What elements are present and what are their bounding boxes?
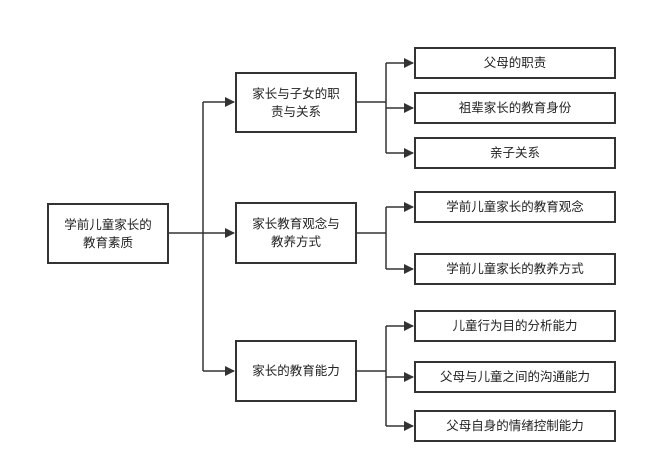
leaf-node-1-1: 父母的职责 bbox=[414, 47, 616, 79]
leaf-node-3-3: 父母自身的情绪控制能力 bbox=[414, 410, 616, 442]
branch-node-1-label: 家长与子女的职 责与关系 bbox=[252, 85, 340, 119]
branch-node-3: 家长的教育能力 bbox=[235, 340, 357, 402]
leaf-node-2-1: 学前儿童家长的教育观念 bbox=[414, 191, 616, 223]
leaf-node-3-1: 儿童行为目的分析能力 bbox=[414, 310, 616, 342]
leaf-node-2-2: 学前儿童家长的教养方式 bbox=[414, 253, 616, 285]
leaf-node-3-1-label: 儿童行为目的分析能力 bbox=[452, 318, 578, 333]
leaf-node-3-2: 父母与儿童之间的沟通能力 bbox=[414, 361, 616, 393]
leaf-node-3-2-label: 父母与儿童之间的沟通能力 bbox=[439, 369, 590, 384]
branch-node-2: 家长教育观念与 教养方式 bbox=[235, 202, 357, 264]
root-node-label: 学前儿童家长的 教育素质 bbox=[64, 216, 152, 250]
leaf-node-2-2-label: 学前儿童家长的教养方式 bbox=[446, 261, 584, 276]
leaf-node-1-2: 祖辈家长的教育身份 bbox=[414, 92, 616, 124]
leaf-node-1-3-label: 亲子关系 bbox=[489, 145, 540, 160]
branch-node-2-label: 家长教育观念与 教养方式 bbox=[252, 216, 340, 249]
leaf-node-3-3-label: 父母自身的情绪控制能力 bbox=[446, 418, 584, 433]
leaf-node-1-1-label: 父母的职责 bbox=[483, 55, 547, 70]
branch-node-3-label: 家长的教育能力 bbox=[252, 363, 340, 378]
leaf-node-1-2-label: 祖辈家长的教育身份 bbox=[458, 100, 572, 115]
leaf-node-1-3: 亲子关系 bbox=[414, 137, 616, 169]
root-node: 学前儿童家长的 教育素质 bbox=[47, 203, 169, 264]
leaf-node-2-1-label: 学前儿童家长的教育观念 bbox=[446, 199, 584, 214]
branch-node-1: 家长与子女的职 责与关系 bbox=[235, 72, 357, 133]
